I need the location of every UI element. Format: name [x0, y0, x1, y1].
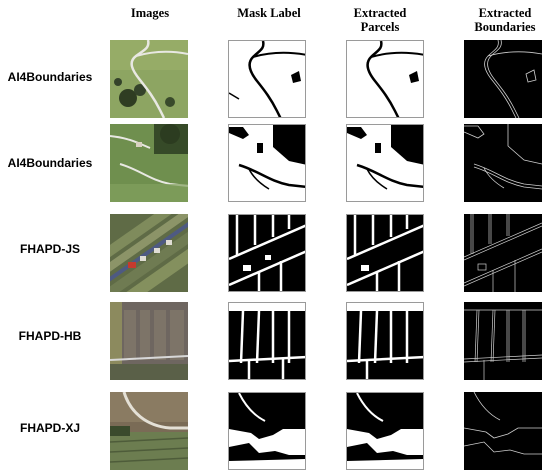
mask-label-row-4	[228, 302, 306, 380]
extracted-parcels-row-3	[346, 214, 424, 292]
satellite-image-row-2	[110, 124, 188, 202]
mask-label-row-2	[228, 124, 306, 202]
extracted-parcels-row-5	[346, 392, 424, 470]
extracted-boundaries-row-4	[464, 302, 542, 380]
extracted-boundaries-row-2	[464, 124, 542, 202]
row-label-ai4boundaries-1: AI4Boundaries	[7, 70, 93, 84]
mask-label-row-3	[228, 214, 306, 292]
extracted-parcels-row-1	[346, 40, 424, 118]
extracted-boundaries-row-1	[464, 40, 542, 118]
satellite-image-row-5	[110, 392, 188, 470]
column-header-images: Images	[130, 6, 170, 20]
row-label-fhapd-xj: FHAPD-XJ	[19, 421, 80, 435]
satellite-image-row-1	[110, 40, 188, 118]
extracted-boundaries-row-5	[464, 392, 542, 470]
row-label-ai4boundaries-2: AI4Boundaries	[7, 156, 93, 170]
column-header-mask-label: Mask Label	[237, 6, 301, 20]
row-label-fhapd-hb: FHAPD-HB	[18, 329, 82, 343]
row-label-fhapd-js: FHAPD-JS	[19, 242, 80, 256]
mask-label-row-1	[228, 40, 306, 118]
mask-label-row-5	[228, 392, 306, 470]
extracted-parcels-row-4	[346, 302, 424, 380]
satellite-image-row-3	[110, 214, 188, 292]
satellite-image-row-4	[110, 302, 188, 380]
extracted-parcels-row-2	[346, 124, 424, 202]
extracted-boundaries-row-3	[464, 214, 542, 292]
